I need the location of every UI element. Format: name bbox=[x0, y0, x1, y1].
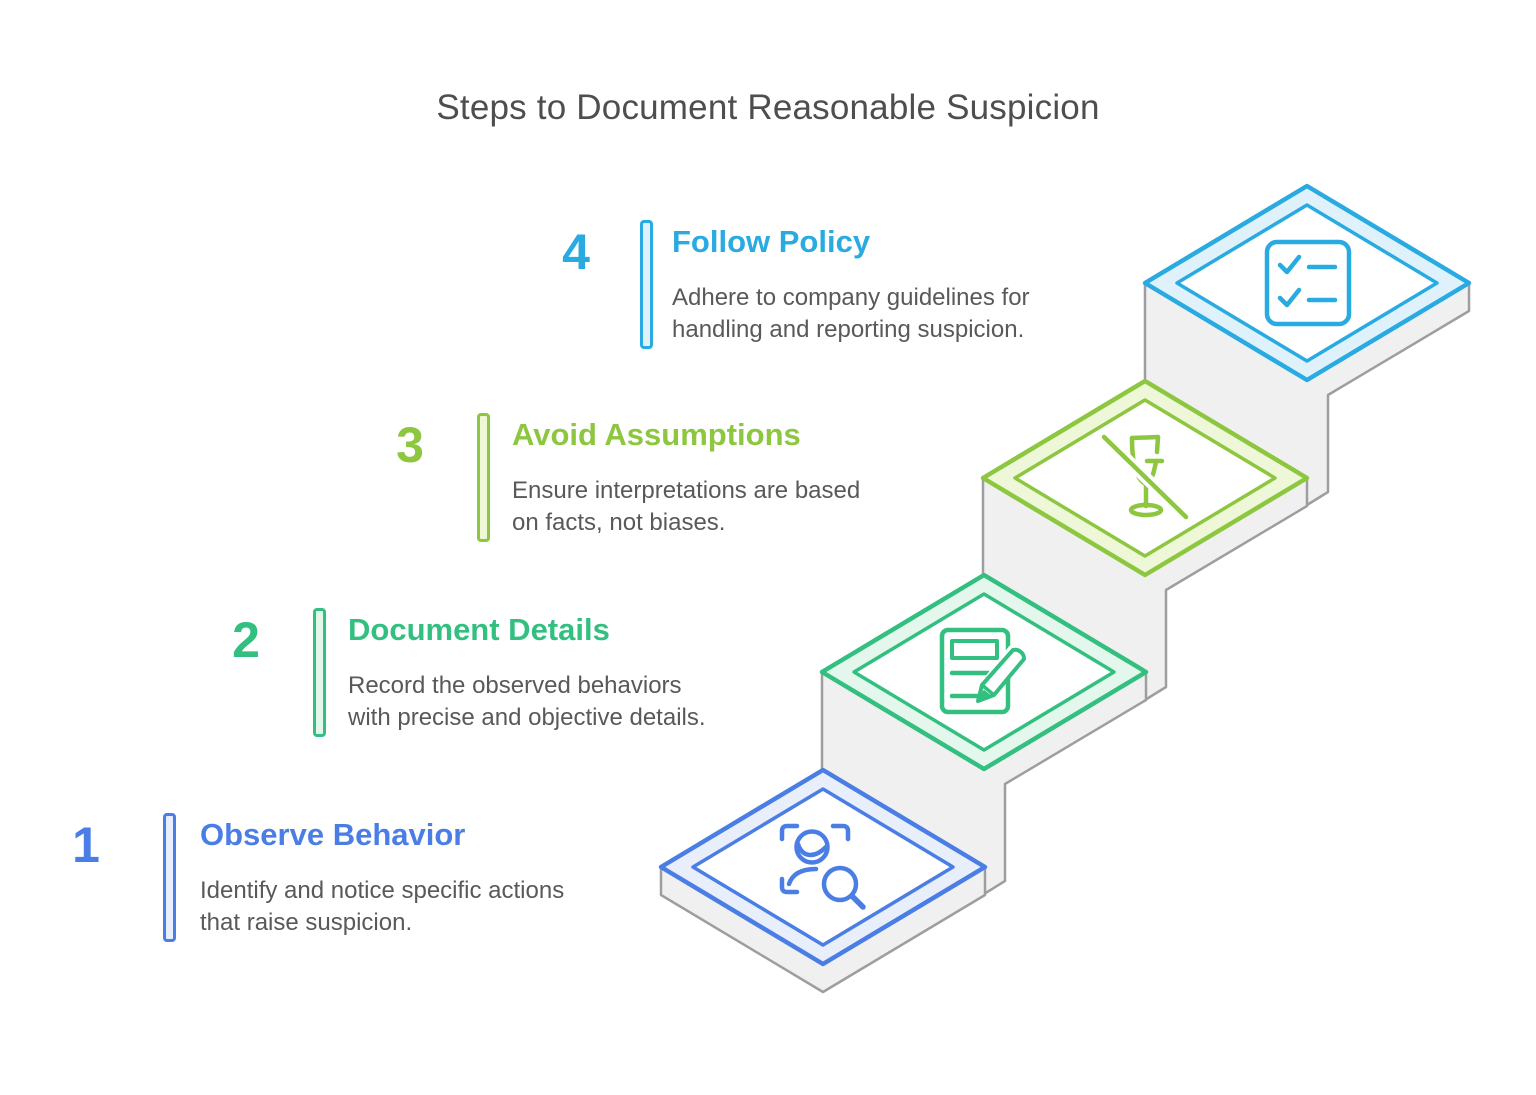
step-1-accent-bar bbox=[163, 813, 176, 942]
step-3-title: Avoid Assumptions bbox=[512, 417, 801, 452]
step-2-number: 2 bbox=[232, 612, 260, 668]
step-1-number: 1 bbox=[72, 817, 100, 873]
step-4-number: 4 bbox=[562, 224, 590, 280]
step-3-accent-bar bbox=[477, 413, 490, 542]
person-scan-icon bbox=[779, 823, 866, 910]
step-1-platform bbox=[658, 767, 988, 967]
step-2-accent-bar bbox=[313, 608, 326, 737]
step-3-platform bbox=[980, 378, 1310, 578]
step-2-description: Record the observed behaviors with preci… bbox=[348, 672, 706, 731]
page-title: Steps to Document Reasonable Suspicion bbox=[436, 88, 1100, 127]
step-3-number: 3 bbox=[396, 417, 424, 473]
step-4-description: Adhere to company guidelines for handlin… bbox=[672, 284, 1030, 343]
no-alcohol-icon bbox=[1098, 431, 1192, 523]
step-2-title: Document Details bbox=[348, 612, 610, 647]
step-1-description: Identify and notice specific actions tha… bbox=[200, 877, 565, 936]
step-2-platform bbox=[819, 572, 1149, 772]
step-4-accent-bar bbox=[640, 220, 653, 349]
step-4-platform bbox=[1142, 183, 1472, 383]
checklist-icon bbox=[1264, 239, 1352, 327]
step-3-description: Ensure interpretations are based on fact… bbox=[512, 477, 861, 536]
document-pencil-icon bbox=[939, 627, 1026, 715]
step-1-title: Observe Behavior bbox=[200, 817, 466, 852]
step-4-title: Follow Policy bbox=[672, 224, 871, 259]
